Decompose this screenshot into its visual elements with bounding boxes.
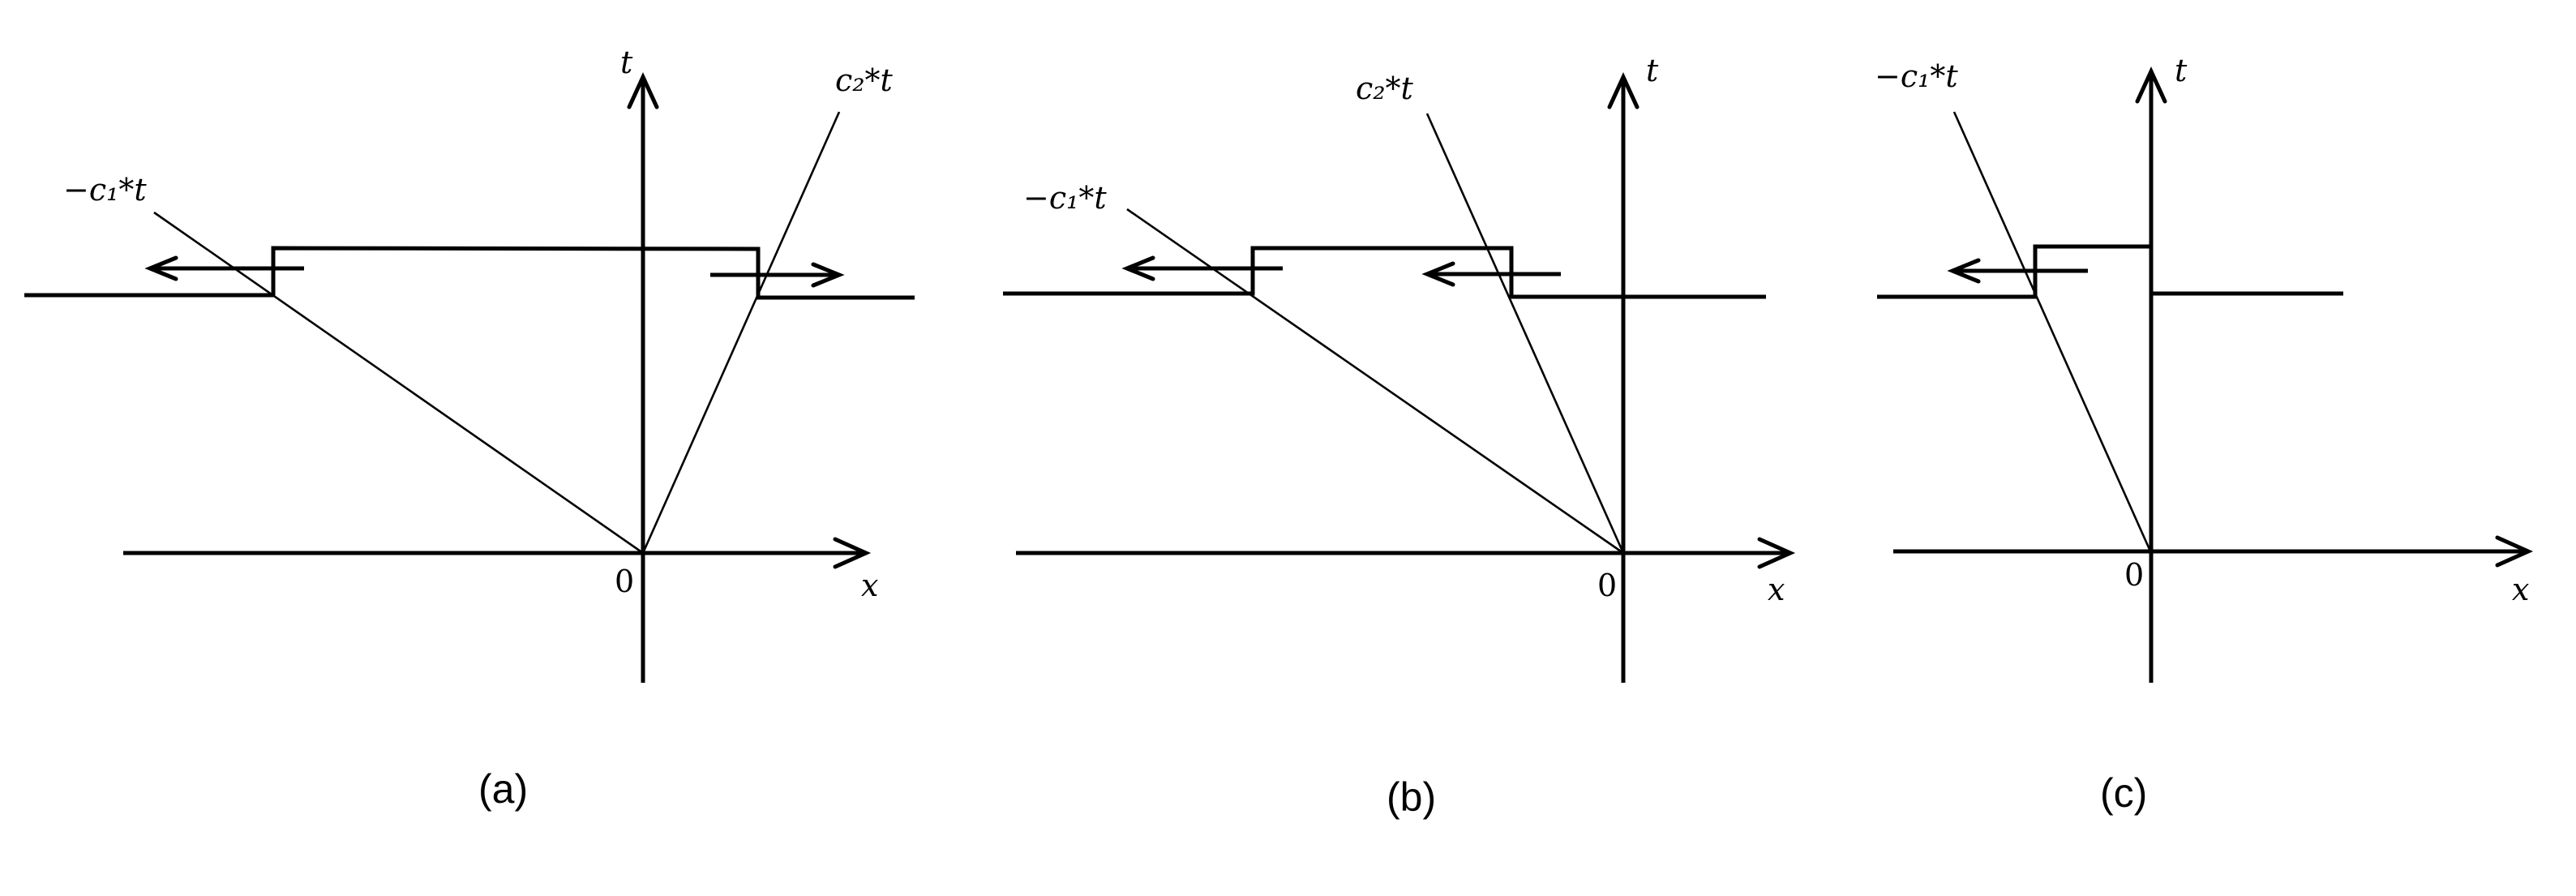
panel-b-x-axis-arrowhead: [1757, 537, 1796, 569]
panel-c-left-flow-arrowhead: [1947, 258, 1981, 284]
panel-a-right-ray: [641, 111, 841, 554]
panel-a-caption: (a): [478, 766, 528, 812]
panel-a-t-axis-arrowhead: [627, 72, 659, 109]
panel-a-origin-label: 0: [615, 564, 634, 599]
panel-b-profile: [1003, 246, 1766, 299]
panel-a: t x 0 −c₁*t c₂*t (a): [24, 45, 915, 812]
panel-c-origin-label: 0: [2124, 557, 2144, 593]
panel-b-middle-flow-arrowhead: [1421, 261, 1455, 287]
panel-a-left-ray: [153, 211, 644, 555]
panel-c-left-ray: [1952, 111, 2153, 554]
panel-a-t-label: t: [620, 45, 633, 80]
panel-b-left-ray: [1126, 208, 1624, 555]
panel-b-t-label: t: [1646, 53, 1659, 88]
panel-c-t-axis-arrowhead: [2135, 66, 2167, 104]
panel-b-left-ray-label: −c₁*t: [1023, 180, 1107, 216]
panel-c-caption: (c): [2100, 770, 2147, 816]
panel-a-right-flow-arrowhead: [811, 262, 845, 288]
panel-b-x-label: x: [1768, 572, 1785, 607]
panel-a-right-ray-label: c₂*t: [835, 62, 894, 98]
panel-c-x-label: x: [2512, 572, 2529, 607]
panel-b-origin-label: 0: [1597, 568, 1617, 603]
panel-b: t x 0 −c₁*t c₂*t (b): [1003, 53, 1796, 820]
panel-a-x-label: x: [861, 568, 878, 603]
panel-b-t-axis-arrowhead: [1607, 72, 1639, 109]
panel-a-profile: [24, 246, 915, 300]
panel-a-left-ray-label: −c₁*t: [63, 172, 147, 208]
panel-b-right-ray: [1425, 113, 1625, 554]
panel-b-left-flow-arrowhead: [1121, 255, 1155, 281]
panel-b-right-ray-label: c₂*t: [1356, 71, 1414, 106]
panel-c-x-axis-arrowhead: [2495, 535, 2534, 568]
panel-c-left-ray-label: −c₁*t: [1875, 58, 1958, 94]
panel-a-left-flow-arrowhead: [144, 255, 178, 281]
panel-b-caption: (b): [1387, 774, 1436, 820]
panel-c: t x 0 −c₁*t (c): [1875, 53, 2534, 816]
panel-c-t-label: t: [2175, 53, 2188, 88]
panel-a-x-axis-arrowhead: [833, 537, 872, 569]
